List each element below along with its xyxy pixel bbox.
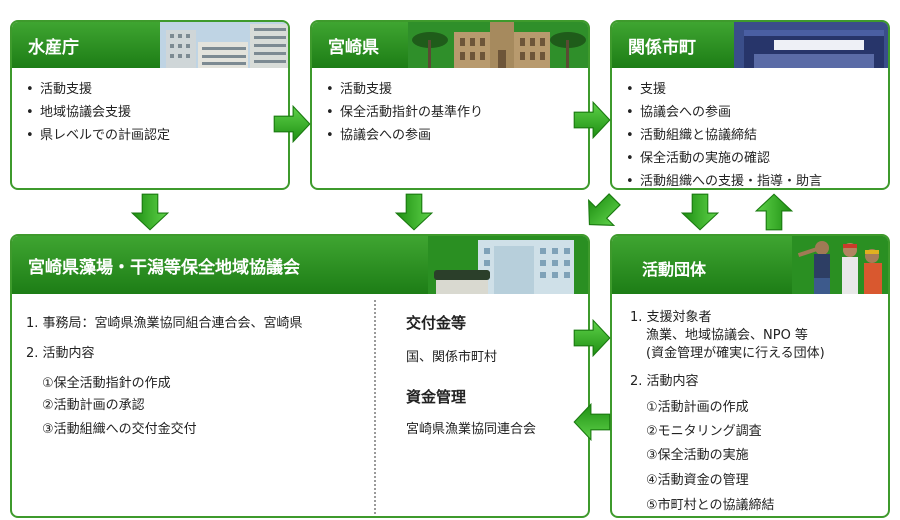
suisancho-list: 活動支援 地域協議会支援 県レベルでの計画認定: [26, 78, 170, 147]
arrow-right-icon: [573, 100, 611, 140]
council-office: 1. 事務局：宮崎県漁業協同組合連合会、宮崎県: [26, 316, 303, 331]
group-title: 活動団体: [642, 260, 707, 279]
arrow-down-icon: [130, 193, 170, 231]
group-box: 活動団体 1. 支援対象者 漁業、地域協議会、NPO 等 (資金管理が確実に行え…: [610, 234, 890, 518]
office-building-photo: [160, 22, 288, 68]
group-content-item: ①活動計画の作成: [646, 400, 749, 415]
suisancho-title: 水産庁: [28, 38, 79, 58]
miyazaki-header: 宮崎県: [312, 22, 588, 68]
miyazaki-item: 協議会への参画: [326, 124, 483, 147]
kankei-list: 支援 協議会への参画 活動組織と協議締結 保全活動の実施の確認 活動組織への支援…: [626, 78, 822, 188]
fund-value: 宮崎県漁業協同連合会: [406, 422, 537, 437]
council-box: 宮崎県藻場・干潟等保全地域協議会 1. 事務局：宮崎県漁業協同組合連合会、宮崎県…: [10, 234, 590, 518]
kankei-item: 活動組織と協議締結: [626, 124, 822, 147]
council-header: 宮崎県藻場・干潟等保全地域協議会: [12, 236, 588, 294]
grant-heading: 交付金等: [406, 314, 467, 332]
miyazaki-item: 活動支援: [326, 78, 483, 101]
kankei-item: 協議会への参画: [626, 101, 822, 124]
miyazaki-box: 宮崎県 活動支援 保全活動指針の基準作り 協議会への参画: [310, 20, 590, 190]
group-content-item: ②モニタリング調査: [646, 424, 762, 439]
suisancho-item: 県レベルでの計画認定: [26, 124, 170, 147]
federation-building-photo: [428, 236, 588, 294]
arrow-right-icon: [573, 318, 611, 358]
kankei-header: 関係市町: [612, 22, 888, 68]
arrow-right-icon: [273, 104, 311, 144]
council-content-item: ①保全活動指針の作成: [42, 376, 171, 391]
miyazaki-item: 保全活動指針の基準作り: [326, 101, 483, 124]
council-title: 宮崎県藻場・干潟等保全地域協議会: [28, 258, 300, 278]
kankei-item: 活動組織への支援・指導・助言: [626, 170, 822, 188]
group-target-line: 漁業、地域協議会、NPO 等: [646, 328, 808, 343]
suisancho-item: 活動支援: [26, 78, 170, 101]
miyazaki-title: 宮崎県: [328, 38, 379, 58]
kankei-box: 関係市町 支援 協議会への参画 活動組織と協議締結 保全活動の実施の確認 活動組…: [610, 20, 890, 190]
council-content-item: ②活動計画の承認: [42, 398, 145, 413]
group-target-line: (資金管理が確実に行える団体): [646, 346, 825, 361]
kankei-item: 保全活動の実施の確認: [626, 147, 822, 170]
town-hall-photo: [734, 22, 888, 68]
arrow-down-left-icon: [588, 193, 621, 226]
fishermen-photo: [792, 236, 888, 294]
miyazaki-list: 活動支援 保全活動指針の基準作り 協議会への参画: [326, 78, 483, 147]
arrow-down-icon: [394, 193, 434, 231]
kankei-title: 関係市町: [628, 38, 696, 58]
group-target-heading: 1. 支援対象者: [630, 310, 712, 325]
group-content-heading: 2. 活動内容: [630, 374, 699, 389]
group-header: 活動団体: [612, 236, 888, 294]
arrow-up-icon: [754, 193, 794, 231]
kankei-item: 支援: [626, 78, 822, 101]
arrow-left-icon: [573, 402, 611, 442]
suisancho-item: 地域協議会支援: [26, 101, 170, 124]
arrow-down-icon: [680, 193, 720, 231]
council-content-item: ③活動組織への交付金交付: [42, 422, 197, 437]
prefectural-office-photo: [408, 22, 588, 68]
group-content-item: ⑤市町村との協議締結: [646, 498, 775, 513]
suisancho-header: 水産庁: [12, 22, 288, 68]
group-content-item: ③保全活動の実施: [646, 448, 749, 463]
group-content-item: ④活動資金の管理: [646, 473, 749, 488]
fund-heading: 資金管理: [406, 388, 467, 406]
grant-value: 国、関係市町村: [406, 350, 498, 365]
council-content-heading: 2. 活動内容: [26, 346, 95, 361]
suisancho-box: 水産庁 活動支援 地域協議会支援 県レベルでの計画認定: [10, 20, 290, 190]
council-divider: [374, 300, 376, 514]
